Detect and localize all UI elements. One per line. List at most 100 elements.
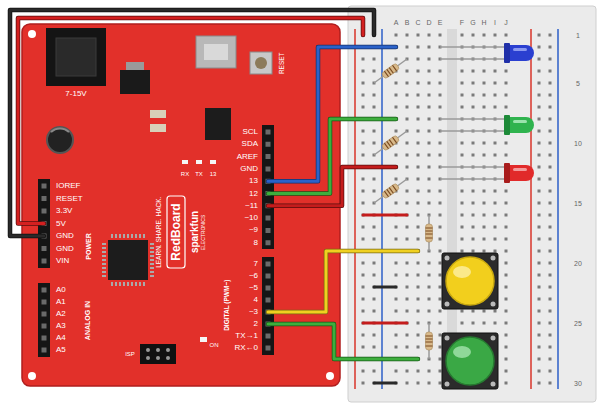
power-rail-line [530, 29, 532, 389]
resistor-lead [374, 179, 407, 203]
isp-pin [146, 356, 150, 360]
button-pin [445, 336, 450, 341]
resistor-body [426, 332, 433, 350]
pin-label: AREF [237, 153, 258, 161]
status-led [196, 160, 202, 164]
status-led [182, 160, 188, 164]
led-body [510, 117, 534, 133]
wire-outline [268, 119, 396, 194]
resistor-symbol [426, 323, 433, 359]
pin-label: ~5 [249, 284, 258, 292]
pin-label: 8 [254, 239, 258, 247]
capacitor-mark [51, 128, 69, 132]
column-letter: A [394, 19, 399, 26]
header-holes [266, 262, 271, 353]
pin-label: 2 [254, 320, 258, 328]
isp-header [140, 344, 176, 364]
header-holes [266, 130, 271, 247]
column-letter: B [405, 19, 410, 26]
row-number: 20 [574, 260, 582, 267]
pin-header [38, 283, 50, 357]
button-housing [442, 253, 498, 309]
resistor-symbol [426, 215, 433, 251]
resistor-body [426, 224, 433, 242]
resistor-bands [426, 336, 433, 346]
mounting-hole [326, 372, 334, 380]
pin-label: ~3 [249, 308, 258, 316]
header-title: DIGITAL (PWM~) [225, 279, 232, 330]
chip-pins [102, 243, 106, 277]
row-number: 10 [574, 140, 582, 147]
green-led [504, 115, 534, 135]
pin-label: GND [56, 232, 74, 240]
resistor-symbol [372, 176, 409, 206]
pin-label: A0 [56, 286, 66, 294]
pin-label: 3.3V [56, 207, 72, 215]
power-jack [46, 28, 106, 86]
chip-pins [111, 282, 145, 286]
led-rim [504, 163, 510, 183]
button-pin [445, 382, 450, 387]
pin-label: A3 [56, 322, 66, 330]
power-rail-line [354, 29, 356, 389]
header-label: ISP [125, 351, 135, 357]
button-cap [446, 337, 494, 385]
resistor-bands [426, 228, 433, 238]
brand-logo: sparkfun [190, 211, 200, 253]
green-wire [268, 119, 396, 194]
mounting-hole [28, 30, 36, 38]
header-title: POWER [84, 233, 91, 259]
pin-header [262, 125, 274, 249]
pin-label: SDA [242, 140, 258, 148]
wire-outline [268, 251, 418, 312]
reset-button [250, 52, 272, 74]
button-housing [442, 333, 498, 389]
black-wire [374, 382, 396, 385]
usb-chip [205, 108, 231, 140]
board-slogan: LEARN. SHARE. HACK. [157, 196, 164, 267]
led-rim [504, 115, 510, 135]
green-wire [268, 324, 418, 359]
voltage-regulator [120, 70, 150, 94]
breadboard [348, 6, 596, 402]
black-wire [374, 286, 396, 289]
power-led [200, 337, 207, 342]
led-leg [440, 47, 506, 59]
led-highlight [513, 168, 527, 171]
wire-outline [268, 324, 418, 359]
capacitor [47, 127, 73, 153]
led-label: 13 [210, 171, 217, 177]
header-title: ANALOG IN [85, 300, 92, 339]
red-led [504, 163, 534, 183]
pin-label: ~11 [245, 202, 258, 210]
power-jack-inner [56, 38, 96, 76]
resistor-lead [374, 59, 407, 83]
button-label: RESET [279, 52, 286, 74]
isp-pin [166, 356, 170, 360]
led-leg [440, 119, 506, 131]
isp-pin [166, 348, 170, 352]
rail-holes [358, 29, 380, 389]
pin-label: ~10 [244, 214, 258, 222]
led-body [510, 45, 534, 61]
pin-label: ~6 [249, 272, 258, 280]
button-pin [445, 256, 450, 261]
row-number: 15 [574, 200, 582, 207]
chip-pins [150, 243, 154, 277]
led-label: TX [195, 171, 203, 177]
green-pushbutton [442, 333, 498, 389]
pin-label: RESET [56, 195, 83, 203]
button-highlight [453, 346, 471, 358]
led-highlight [513, 48, 527, 51]
pin-label: 13 [249, 177, 258, 185]
resistor-body [381, 183, 400, 199]
led-label: ON [210, 342, 219, 348]
resistor-symbol [372, 56, 409, 86]
column-letter: E [438, 19, 443, 26]
button-pin [445, 302, 450, 307]
led-body [510, 165, 534, 181]
breadboard-base [348, 6, 596, 402]
column-letter: C [415, 19, 420, 26]
